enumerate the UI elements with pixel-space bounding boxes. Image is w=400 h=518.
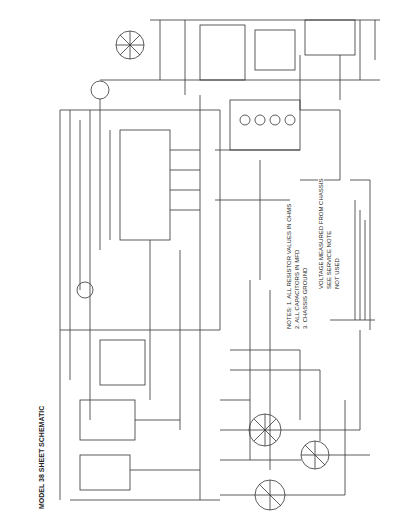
note-text: 3. CHASSIS GROUND	[302, 267, 308, 330]
note-text: VOLTAGE MEASURED FROM CHASSIS	[318, 178, 324, 290]
note-text: NOT USED	[334, 257, 340, 290]
sheet-title: MODEL 38 SHEET SCHEMATIC	[38, 405, 45, 510]
note-text: 2. ALL CAPACITORS IN MFD	[294, 249, 300, 330]
note-text: SEE SERVICE NOTE	[326, 230, 332, 290]
note-text: NOTES: 1. ALL RESISTOR VALUES IN OHMS	[286, 203, 292, 330]
